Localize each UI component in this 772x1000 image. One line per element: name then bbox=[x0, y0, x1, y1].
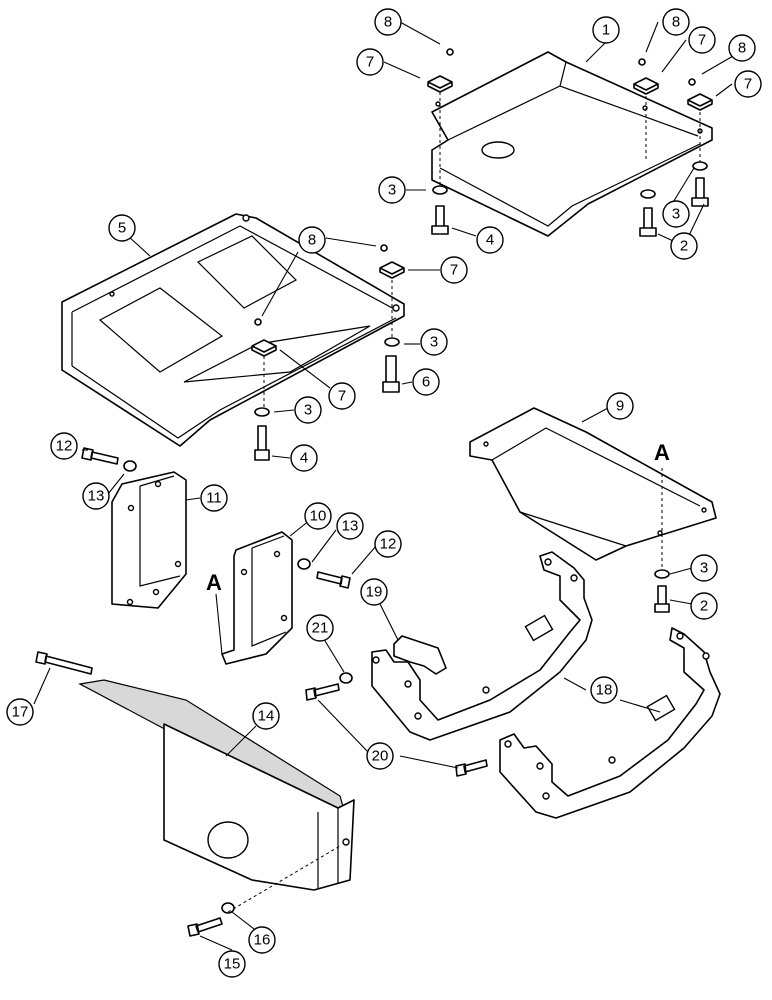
callout-12b: 12 bbox=[374, 530, 402, 558]
callout-11: 11 bbox=[200, 484, 228, 512]
callout-17: 17 bbox=[6, 698, 34, 726]
svg-text:1: 1 bbox=[602, 22, 610, 39]
bracket-part-9 bbox=[469, 407, 717, 561]
svg-text:3: 3 bbox=[388, 182, 396, 199]
svg-text:3: 3 bbox=[700, 560, 708, 577]
callout-6: 6 bbox=[412, 368, 440, 396]
svg-text:7: 7 bbox=[698, 32, 706, 49]
callout-8a: 8 bbox=[374, 8, 402, 36]
callout-4b: 4 bbox=[290, 444, 318, 472]
callout-13a: 13 bbox=[82, 482, 110, 510]
svg-text:8: 8 bbox=[672, 14, 680, 31]
bracket-part-18-upper bbox=[371, 551, 593, 741]
svg-text:16: 16 bbox=[254, 932, 271, 949]
callout-20: 20 bbox=[366, 742, 394, 770]
shield-part-1 bbox=[431, 51, 713, 237]
svg-text:11: 11 bbox=[206, 490, 222, 507]
callout-3a: 3 bbox=[378, 176, 406, 204]
svg-text:4: 4 bbox=[300, 450, 308, 467]
svg-text:7: 7 bbox=[338, 388, 346, 405]
callout-12a: 12 bbox=[50, 432, 78, 460]
svg-text:8: 8 bbox=[384, 14, 392, 31]
svg-text:3: 3 bbox=[304, 402, 312, 419]
callout-5: 5 bbox=[108, 214, 136, 242]
callout-7b: 7 bbox=[688, 26, 716, 54]
callout-19: 19 bbox=[360, 578, 388, 606]
callout-8c: 8 bbox=[728, 34, 756, 62]
callout-10: 10 bbox=[304, 502, 332, 530]
svg-text:3: 3 bbox=[672, 206, 680, 223]
callout-14: 14 bbox=[252, 702, 280, 730]
step-part-14 bbox=[78, 679, 355, 891]
svg-text:17: 17 bbox=[12, 704, 29, 721]
callout-7a: 7 bbox=[356, 48, 384, 76]
svg-text:14: 14 bbox=[258, 708, 275, 725]
callout-2a: 2 bbox=[670, 232, 698, 260]
callout-16: 16 bbox=[248, 926, 276, 954]
bracket-part-19 bbox=[393, 635, 447, 675]
svg-text:8: 8 bbox=[738, 40, 746, 57]
svg-text:15: 15 bbox=[224, 956, 241, 973]
callout-13b: 13 bbox=[336, 512, 364, 540]
svg-text:13: 13 bbox=[342, 518, 359, 535]
svg-text:7: 7 bbox=[744, 76, 752, 93]
svg-text:18: 18 bbox=[596, 682, 613, 699]
shield-part-5 bbox=[61, 213, 405, 447]
hardware bbox=[35, 48, 713, 937]
svg-text:13: 13 bbox=[88, 488, 105, 505]
callout-3e: 3 bbox=[690, 554, 718, 582]
callout-3c: 3 bbox=[420, 328, 448, 356]
callout-15: 15 bbox=[218, 950, 246, 978]
svg-text:7: 7 bbox=[450, 262, 458, 279]
callout-18: 18 bbox=[590, 676, 618, 704]
callout-3b: 3 bbox=[662, 200, 690, 228]
reference-marker-a-lower: A bbox=[206, 570, 222, 595]
callout-2b: 2 bbox=[690, 592, 718, 620]
svg-text:4: 4 bbox=[486, 232, 494, 249]
callout-8d: 8 bbox=[298, 226, 326, 254]
svg-text:8: 8 bbox=[308, 232, 316, 249]
svg-text:19: 19 bbox=[366, 584, 383, 601]
svg-text:7: 7 bbox=[366, 54, 374, 71]
svg-text:10: 10 bbox=[310, 508, 327, 525]
svg-text:20: 20 bbox=[372, 748, 389, 765]
callout-7c: 7 bbox=[734, 70, 762, 98]
callout-8b: 8 bbox=[662, 8, 690, 36]
bracket-part-18-lower bbox=[499, 627, 721, 819]
callout-1: 1 bbox=[592, 16, 620, 44]
callout-21: 21 bbox=[306, 614, 334, 642]
callout-4a: 4 bbox=[476, 226, 504, 254]
svg-text:12: 12 bbox=[56, 438, 73, 455]
svg-text:5: 5 bbox=[118, 220, 126, 237]
callout-3d: 3 bbox=[294, 396, 322, 424]
bracket-part-11 bbox=[111, 471, 187, 609]
callout-9: 9 bbox=[606, 392, 634, 420]
svg-text:9: 9 bbox=[616, 398, 624, 415]
leader-lines bbox=[33, 21, 741, 951]
callout-7d: 7 bbox=[440, 256, 468, 284]
svg-text:2: 2 bbox=[680, 238, 688, 255]
svg-text:3: 3 bbox=[430, 334, 438, 351]
svg-text:2: 2 bbox=[700, 598, 708, 615]
callout-7e: 7 bbox=[328, 382, 356, 410]
svg-text:6: 6 bbox=[422, 374, 430, 391]
bracket-part-10 bbox=[221, 531, 293, 665]
svg-text:12: 12 bbox=[380, 536, 397, 553]
reference-marker-a-upper: A bbox=[654, 440, 670, 465]
svg-text:21: 21 bbox=[312, 620, 329, 637]
